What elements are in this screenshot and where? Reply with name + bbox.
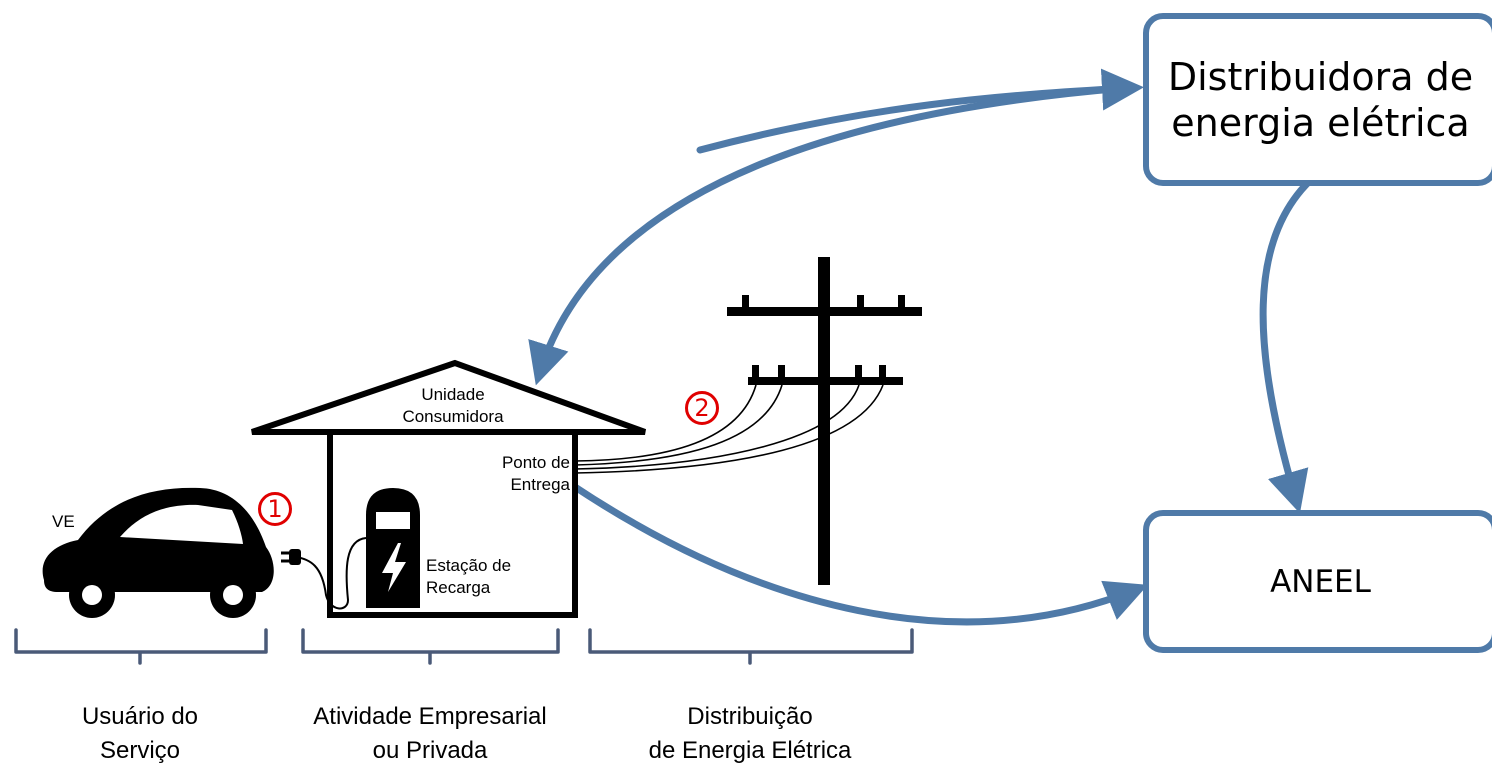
charging-cable (296, 537, 367, 610)
unidade-line2: Consumidora (402, 407, 504, 426)
charging-station-screen (376, 512, 410, 529)
estacao-line1: Estação de (426, 556, 512, 575)
arrow-ponto-to-aneel (568, 481, 1149, 626)
pole-crossarm-bottom (748, 377, 903, 385)
distribuidora-label: Distribuidora de energia elétrica (1167, 54, 1474, 145)
unidade-line1: Unidade (421, 385, 485, 404)
ponto-line1: Ponto de (501, 453, 570, 472)
car-hub-front (82, 585, 102, 605)
group-distribuicao: Distribuição de Energia Elétrica (630, 700, 870, 768)
arrow-distribuidora-to-aneel (1259, 164, 1329, 514)
arrow-unidade-to-distribuidora (696, 68, 1144, 154)
estacao-de-recarga-label: Estação de Recarga (426, 555, 511, 599)
marker-1: 1 (258, 492, 292, 526)
unidade-consumidora-label: Unidade Consumidora (390, 384, 516, 428)
marker-2: 2 (685, 391, 719, 425)
atividade-line2: ou Privada (372, 737, 488, 764)
usuario-line2: Serviço (99, 737, 181, 764)
distribuicao-line1: Distribuição (687, 703, 813, 730)
connector-arrows (528, 68, 1329, 626)
group-brackets (14, 628, 914, 665)
car-icon (42, 487, 274, 618)
atividade-line1: Atividade Empresarial (313, 703, 547, 730)
bracket-usuario (14, 628, 268, 665)
utility-pole-icon (727, 257, 922, 585)
bracket-atividade (301, 628, 560, 665)
plug-icon (281, 549, 301, 565)
group-usuario: Usuário do Serviço (40, 700, 240, 768)
service-wires (574, 384, 884, 474)
ve-label: VE (52, 512, 75, 531)
estacao-line2: Recarga (426, 578, 491, 597)
car-window (120, 504, 243, 544)
bracket-distribuicao (588, 628, 914, 665)
distribuidora-box: Distribuidora de energia elétrica (1143, 13, 1492, 186)
distribuicao-line2: de Energia Elétrica (648, 737, 852, 764)
group-atividade: Atividade Empresarial ou Privada (290, 700, 570, 768)
charging-station-body (366, 488, 420, 608)
arrow-distribuidora-to-unidade (528, 84, 1129, 386)
ponto-line2: Entrega (510, 475, 570, 494)
aneel-box: ANEEL (1143, 510, 1492, 653)
car-hub-rear (223, 585, 243, 605)
pole-shaft (818, 257, 830, 585)
ponto-de-entrega-label: Ponto de Entrega (494, 452, 570, 496)
usuario-line1: Usuário do (81, 703, 199, 730)
charging-station-icon (281, 488, 420, 610)
pole-crossarm-top (727, 307, 922, 316)
lightning-icon (382, 543, 406, 592)
aneel-label: ANEEL (1270, 563, 1371, 600)
